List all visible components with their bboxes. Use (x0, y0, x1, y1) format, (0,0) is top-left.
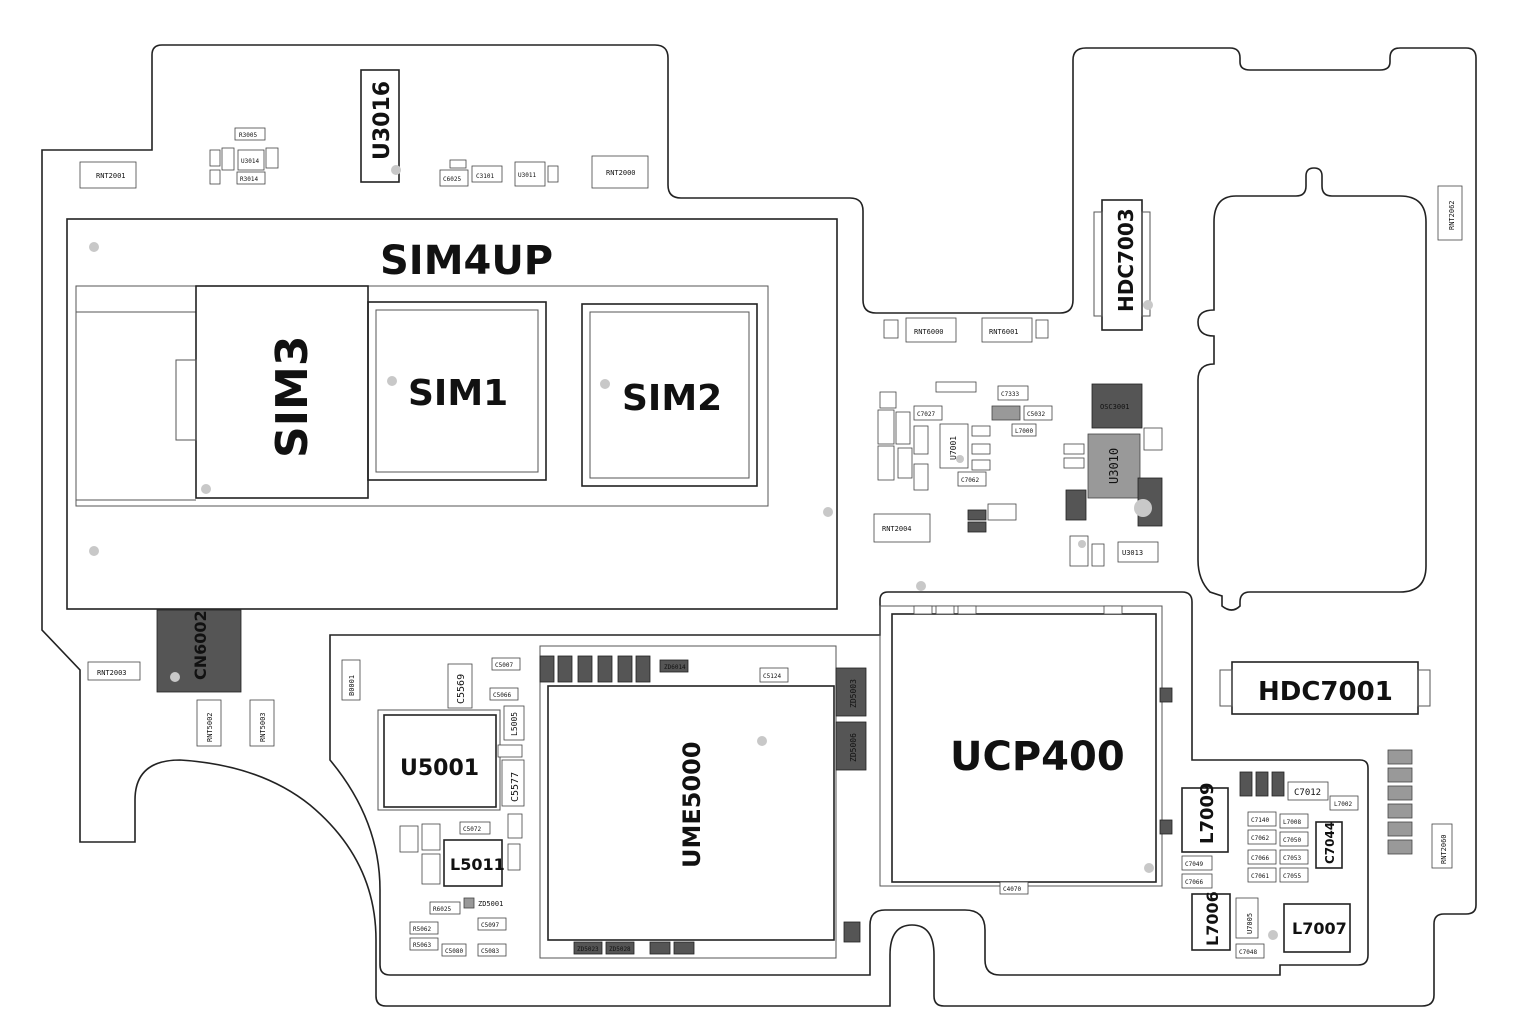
rnt2001-label: RNT2001 (96, 172, 126, 180)
svg-text:R3014: R3014 (240, 176, 258, 183)
l7006-label: L7006 (1203, 891, 1222, 946)
svg-text:C7062: C7062 (961, 477, 979, 484)
u3016-part (360, 69, 400, 183)
svg-text:ZD5023: ZD5023 (577, 946, 599, 953)
sim2-socket (581, 303, 758, 487)
svg-text:C7012: C7012 (1294, 788, 1321, 798)
rnt5003-label: RNT5003 (259, 712, 267, 742)
rnt2062-label: RNT2062 (1448, 200, 1456, 230)
sim1-socket (367, 301, 547, 481)
svg-text:U3011: U3011 (518, 172, 536, 179)
svg-text:C7049: C7049 (1185, 861, 1203, 868)
svg-text:U7001: U7001 (949, 436, 958, 460)
osc3001-part (1091, 383, 1143, 429)
svg-text:C7050: C7050 (1283, 837, 1301, 844)
svg-text:L7008: L7008 (1283, 819, 1301, 826)
rnt5002-label: RNT5002 (206, 712, 214, 742)
svg-text:C7333: C7333 (1001, 391, 1019, 398)
svg-text:C7140: C7140 (1251, 817, 1269, 824)
l7007-part (1283, 903, 1351, 953)
cn6002-label: CN6002 (191, 610, 210, 680)
l7009-label: L7009 (1197, 782, 1218, 844)
svg-text:C5072: C5072 (463, 826, 481, 833)
sim4up-tray (66, 218, 838, 610)
rnt2003-label: RNT2003 (97, 669, 127, 677)
cn6002-part (156, 609, 242, 693)
svg-text:ZD6014: ZD6014 (664, 664, 686, 671)
svg-text:C5124: C5124 (763, 673, 781, 680)
shield-outline-left (329, 591, 1369, 976)
c7044-part (1315, 821, 1343, 869)
svg-text:C7062: C7062 (1251, 835, 1269, 842)
sim3-label: SIM3 (267, 336, 318, 458)
sim4up-label: SIM4UP (380, 238, 553, 284)
sim4up-inner (75, 285, 769, 507)
svg-text:C7055: C7055 (1283, 873, 1301, 880)
svg-text:C7053: C7053 (1283, 855, 1301, 862)
l7009-part (1181, 787, 1229, 853)
svg-text:U3010: U3010 (1107, 448, 1121, 484)
rnt2000-label: RNT2000 (606, 169, 636, 177)
svg-text:C7066: C7066 (1251, 855, 1269, 862)
svg-text:R5063: R5063 (413, 942, 431, 949)
ume5000-label: UME5000 (678, 741, 706, 868)
svg-text:C7066: C7066 (1185, 879, 1203, 886)
svg-text:C5097: C5097 (481, 922, 499, 929)
svg-text:R6025: R6025 (433, 906, 451, 913)
svg-text:L5005: L5005 (510, 712, 519, 736)
board-outline (41, 44, 1477, 1007)
u3016-label: U3016 (370, 81, 395, 160)
hdc7003-label: HDC7003 (1114, 208, 1138, 312)
u3010-part (1087, 433, 1141, 499)
svg-text:C5577: C5577 (510, 772, 521, 802)
rnt2004-label: RNT2004 (882, 525, 912, 533)
l5011-label: L5011 (450, 855, 505, 874)
svg-text:C7027: C7027 (917, 411, 935, 418)
sim1-label: SIM1 (408, 373, 508, 414)
svg-text:ZD5028: ZD5028 (609, 946, 631, 953)
svg-text:U7005: U7005 (1246, 913, 1254, 934)
l7006-part (1191, 893, 1231, 951)
svg-text:C4070: C4070 (1003, 886, 1021, 893)
svg-text:C3101: C3101 (476, 173, 494, 180)
svg-text:U3013: U3013 (1122, 549, 1143, 557)
svg-text:C7061: C7061 (1251, 873, 1269, 880)
svg-text:C5080: C5080 (445, 948, 463, 955)
rnt6001-label: RNT6001 (989, 328, 1019, 336)
svg-text:OSC3001: OSC3001 (1100, 403, 1130, 411)
rnt6000-label: RNT6000 (914, 328, 944, 336)
svg-text:L7002: L7002 (1334, 801, 1352, 808)
svg-text:ZD5006: ZD5006 (849, 733, 858, 762)
u5001-part (383, 714, 497, 808)
svg-text:C5066: C5066 (493, 692, 511, 699)
svg-text:L7000: L7000 (1015, 428, 1033, 435)
svg-text:C5083: C5083 (481, 948, 499, 955)
svg-text:B0001: B0001 (348, 675, 356, 696)
svg-text:R5062: R5062 (413, 926, 431, 933)
ume5000-part (547, 685, 835, 941)
l7007-label: L7007 (1292, 919, 1347, 938)
sim2-label: SIM2 (622, 378, 722, 419)
svg-text:R3005: R3005 (239, 132, 257, 139)
svg-text:C5032: C5032 (1027, 411, 1045, 418)
svg-text:C5007: C5007 (495, 662, 513, 669)
svg-text:U3014: U3014 (241, 158, 259, 165)
ucp400-label: UCP400 (950, 734, 1125, 780)
svg-text:C7048: C7048 (1239, 949, 1257, 956)
u5001-label: U5001 (400, 756, 479, 781)
svg-text:C7044: C7044 (1323, 822, 1337, 864)
svg-text:ZD5001: ZD5001 (478, 900, 503, 908)
svg-text:C6025: C6025 (443, 176, 461, 183)
l5011-part (443, 839, 503, 887)
rnt2060-label: RNT2060 (1440, 834, 1448, 864)
svg-text:C5569: C5569 (456, 674, 467, 704)
shield-outline-right (1197, 167, 1427, 611)
hdc7001-label: HDC7001 (1258, 677, 1393, 707)
svg-text:ZD5003: ZD5003 (849, 679, 858, 708)
